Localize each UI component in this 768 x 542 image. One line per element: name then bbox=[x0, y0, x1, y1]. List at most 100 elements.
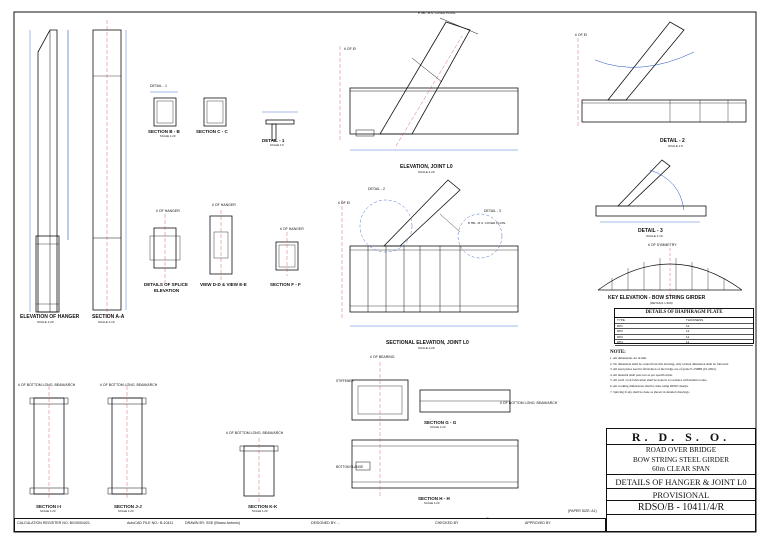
key-elevation bbox=[597, 248, 743, 296]
table-row: DP1 12 bbox=[615, 323, 753, 329]
bottom-strip: CALCULATION REGISTER NO. BG/000/4/21 Aut… bbox=[14, 518, 606, 532]
sec-gg-scale: SCALE 1:20 bbox=[430, 425, 446, 429]
calc-register: CALCULATION REGISTER NO. BG/000/4/21 bbox=[17, 521, 90, 525]
sectional-label: SECTIONAL ELEVATION, JOINT L0 bbox=[386, 340, 469, 346]
autocad-file: AutoCAD FILE NO.: B-10411 bbox=[127, 521, 174, 525]
detail1-label: DETAIL - 1 bbox=[262, 138, 285, 143]
drawn-by: DRAWN BY: SSE (Bhanu Antonio) bbox=[185, 521, 240, 525]
sheet-border bbox=[13, 11, 757, 533]
table-row: TYPE THICKNESS bbox=[615, 318, 753, 324]
view-dd-ee-label: VIEW D-D & VIEW E-E bbox=[200, 282, 247, 287]
desc-line-2: BOW STRING STEEL GIRDER bbox=[632, 455, 730, 464]
sections-ii-jj-kk bbox=[29, 386, 279, 502]
elev-hanger-scale: SCALE 1:20 bbox=[37, 320, 54, 324]
table-row: DP4 12 bbox=[615, 340, 753, 346]
note-item: 2. No dimension shall be scaled from thi… bbox=[610, 361, 729, 366]
checked-by: CHECKED BY bbox=[435, 521, 459, 525]
elev-hanger-label: ELEVATION OF HANGER bbox=[20, 314, 80, 320]
elev-joint-label: ELEVATION, JOINT L0 bbox=[400, 164, 453, 170]
table-cell: THICKNESS bbox=[686, 318, 704, 322]
sec-ii-label: SECTION I-I bbox=[36, 504, 61, 509]
cl-symmetry-label: ¢ OF SYMMETRY bbox=[648, 243, 677, 247]
note-item: 7. Splicing if any shall be done as show… bbox=[610, 389, 690, 394]
detail2-cl-ei: ¢ OF EI bbox=[575, 33, 587, 37]
detail3-mark: DETAIL - 3 bbox=[484, 209, 501, 213]
title-block: R. D. S. O. ROAD OVER BRIDGE BOW STRING … bbox=[606, 428, 756, 532]
notes-block: NOTE: 1. All dimensions are in mm. 2. No… bbox=[610, 350, 758, 395]
cl-hanger-2: ¢ OF HANGER bbox=[212, 203, 236, 207]
sec-ii-scale: SCALE 1:20 bbox=[40, 509, 56, 513]
splice-details bbox=[149, 210, 299, 284]
key-elev-label: KEY ELEVATION - BOW STRING GIRDER bbox=[608, 295, 706, 301]
detail3-label: DETAIL - 3 bbox=[638, 228, 663, 234]
detail3-scale: SCALE 1:10 bbox=[646, 234, 663, 238]
sec-jj-scale: SCALE 1:20 bbox=[118, 509, 134, 513]
diaphragm-table: DETAILS OF DIAPHRAGM PLATE TYPE THICKNES… bbox=[614, 308, 754, 346]
table-row: DP2 12 bbox=[615, 329, 753, 335]
sec-hh-label: SECTION H - H bbox=[418, 496, 450, 501]
detail2-mark: DETAIL - 2 bbox=[368, 187, 385, 191]
sec-bb-scale: SCALE 1:20 bbox=[160, 134, 176, 138]
cl-bottom-3: ¢ OF BOTTOM LONG. BEAM/ARCH bbox=[226, 431, 284, 435]
drawing-status: PROVISIONAL bbox=[607, 489, 755, 501]
table-cell: 12 bbox=[686, 340, 690, 344]
table-cell: DP3 bbox=[617, 334, 623, 339]
elev-joint-scale: SCALE 1:20 bbox=[418, 170, 435, 174]
elevation-of-hanger bbox=[29, 20, 127, 320]
splice-elev-line1: DETAILS OF SPLICE bbox=[144, 282, 188, 287]
org-name: R. D. S. O. bbox=[607, 429, 755, 445]
sec-ff-label: SECTION F - F bbox=[270, 282, 301, 287]
detail-3-drawing bbox=[595, 159, 707, 223]
tbl-cover-label-1: 8 TBL. M.S. COVER PLATE bbox=[418, 11, 455, 15]
detail2-label: DETAIL - 2 bbox=[660, 138, 685, 144]
table-cell: DP4 bbox=[617, 340, 623, 344]
section-bb bbox=[150, 91, 298, 141]
tbl-cover-label-2: 8 TBL. M.S. COVER PLATE bbox=[468, 221, 505, 225]
cl-ei-label: ¢ OF EI bbox=[344, 47, 356, 51]
section-hh bbox=[351, 432, 519, 496]
sec-gg-label: SECTION G - G bbox=[424, 420, 457, 425]
cl-bottom-2: ¢ OF BOTTOM LONG. BEAM/ARCH bbox=[100, 383, 158, 387]
sheet-title: DETAILS OF HANGER & JOINT L0 bbox=[607, 475, 755, 489]
key-elev-sub: (DETAILS 1:400) bbox=[650, 301, 673, 305]
section-gg bbox=[351, 362, 511, 430]
detail-2-drawing bbox=[577, 21, 747, 126]
cl-hanger-1: ¢ OF HANGER bbox=[156, 209, 180, 213]
elevation-joint-l0 bbox=[339, 17, 519, 151]
table-cell: DP2 bbox=[617, 329, 623, 333]
notes-title: NOTE: bbox=[610, 350, 626, 355]
cl-bottom-4: ¢ OF BOTTOM LONG. BEAM/ARCH bbox=[500, 401, 558, 405]
sectional-scale: SCALE 1:20 bbox=[418, 346, 435, 350]
detail1-small-label: DETAIL - 1 bbox=[150, 84, 167, 88]
stiffener-label: STIFFENER bbox=[336, 379, 354, 383]
table-cell: 12 bbox=[686, 323, 690, 328]
sec-bb-label: SECTION B - B bbox=[148, 129, 181, 134]
sec-hh-scale: SCALE 1:20 bbox=[424, 501, 440, 505]
bottom-flange-label: BOTTOM FLANGE bbox=[336, 465, 363, 469]
sec-aa-scale: SCALE 1:10 bbox=[98, 320, 115, 324]
note-item: 3. All steel plates used in fabrication … bbox=[610, 367, 717, 372]
note-item: 1. All dimensions are in mm. bbox=[610, 356, 647, 360]
drawing-number: RDSO/B - 10411/4/R bbox=[607, 501, 755, 515]
sec-aa-label: SECTION A-A bbox=[92, 314, 125, 320]
table-cell: 12 bbox=[686, 329, 690, 333]
sectional-elevation-joint-l0 bbox=[341, 179, 519, 327]
sec-kk-scale: SCALE 1:20 bbox=[252, 509, 268, 513]
detail2-scale: SCALE 1:5 bbox=[668, 144, 683, 148]
diaphragm-title: DETAILS OF DIAPHRAGM PLATE bbox=[615, 309, 753, 318]
table-cell: TYPE bbox=[617, 318, 625, 322]
sec-kk-label: SECTION K-K bbox=[248, 504, 278, 509]
desc-line-1: ROAD OVER BRIDGE bbox=[645, 446, 717, 454]
drawing-description: ROAD OVER BRIDGE BOW STRING STEEL GIRDER… bbox=[607, 445, 755, 475]
paper-size-label: (PAPER SIZE: A1) bbox=[568, 509, 597, 513]
designed-by: DESIGNED BY: ... bbox=[311, 521, 341, 525]
detail1-scale: SCALE 1:5 bbox=[270, 143, 284, 147]
cl-bearing-label: ¢ OF BEARING bbox=[370, 355, 395, 359]
sectional-cl-ei: ¢ OF EI bbox=[338, 201, 350, 205]
approved-by: APPROVED BY bbox=[525, 521, 551, 525]
splice-elev-line2: ELEVATION bbox=[154, 288, 179, 293]
table-cell: DP1 bbox=[617, 323, 623, 328]
note-item: 5. All weld / bolt fabrication shall be … bbox=[610, 378, 708, 383]
cl-hanger-3: ¢ OF HANGER bbox=[280, 227, 304, 231]
